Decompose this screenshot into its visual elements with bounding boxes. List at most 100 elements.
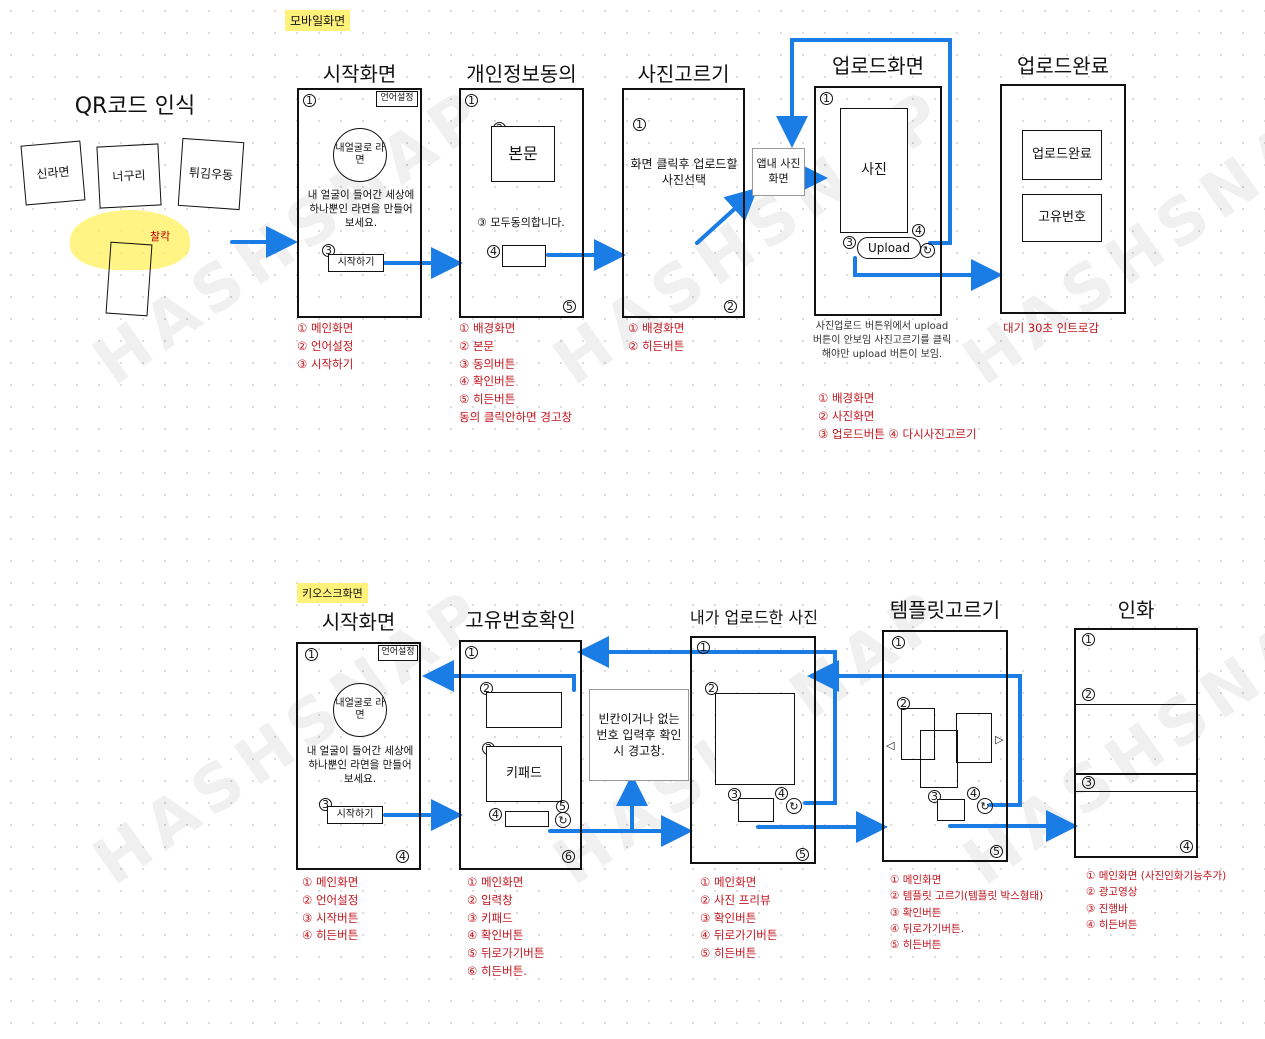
mobile-section-label: 모바일화면: [285, 10, 351, 31]
marker-3: 3: [1082, 776, 1095, 789]
photo-select-notes: ① 배경화면 ② 히든버튼: [628, 321, 685, 353]
done-complete-box: 업로드완료: [1022, 130, 1102, 180]
marker-1: 1: [465, 646, 478, 659]
kiosk-start-body: 내 얼굴이 들어간 세상에 하나뿐인 라면을 만들어보세요.: [306, 745, 414, 786]
done-title: 업로드완료: [1017, 54, 1109, 78]
phone-icon: [105, 241, 153, 317]
template-confirm-button[interactable]: [937, 799, 965, 821]
marker-1: 1: [303, 94, 316, 107]
marker-3: 3: [319, 798, 332, 811]
template-title: 템플릿고르기: [889, 598, 1001, 622]
photo-select-frame[interactable]: [622, 88, 745, 318]
my-photo-confirm-button[interactable]: [738, 798, 774, 822]
mobile-start-button[interactable]: 시작하기: [328, 254, 384, 272]
photo-select-body: 화면 클릭후 업로드할 사진선택: [630, 157, 738, 188]
kiosk-section-label: 키오스크화면: [297, 583, 368, 603]
app-photo-popup: 앱내 사진화면: [752, 148, 805, 196]
arrow-upload-loop: [776, 38, 952, 245]
code-check-notes: ① 메인화면 ② 입력창 ③ 키패드 ④ 확인버튼 ⑤ 뒤로가기버튼 ⑥ 히든버…: [467, 875, 545, 979]
upload-notes: ① 배경화면 ② 사진화면 ③ 업로드버튼 ④ 다시사진고르기: [818, 391, 977, 441]
privacy-notes: ① 배경화면 ② 본문 ③ 동의버튼 ④ 확인버튼 ⑤ 히든버튼 동의 클릭안하…: [459, 321, 573, 425]
photo-preview: [715, 693, 795, 785]
code-confirm-button[interactable]: [505, 811, 549, 827]
privacy-agree-checkbox[interactable]: ③ 모두동의합니다.: [477, 216, 565, 229]
mobile-start-language-button[interactable]: 언어설정: [376, 91, 418, 107]
my-photo-frame: [690, 636, 816, 864]
my-photo-back-button[interactable]: ↻: [786, 798, 802, 814]
upload-description: 사진업로드 버튼위에서 upload 버튼이 안보임 사진고르기를 클릭해야만 …: [812, 321, 952, 360]
qr-card-udon: 튀김우동: [177, 137, 245, 211]
marker-1: 1: [465, 94, 478, 107]
privacy-content: 본문: [491, 126, 555, 182]
marker-2: 2: [705, 682, 718, 695]
template-back-button[interactable]: ↻: [977, 798, 993, 814]
privacy-title: 개인정보동의: [466, 62, 577, 86]
kiosk-start-language-button[interactable]: 언어설정: [378, 645, 418, 661]
upload-title: 업로드화면: [832, 54, 924, 78]
photo-select-title: 사진고르기: [637, 62, 730, 86]
my-photo-notes: ① 메인화면 ② 사진 프리뷰 ③ 확인버튼 ④ 뒤로가기버튼 ⑤ 히든버튼: [700, 875, 778, 961]
marker-5: 5: [796, 848, 809, 861]
marker-1: 1: [892, 636, 905, 649]
upload-button[interactable]: Upload: [857, 237, 921, 259]
marker-3: 3: [843, 236, 856, 249]
kiosk-start-frame: [296, 642, 421, 870]
upload-frame: [814, 86, 942, 316]
marker-1: 1: [697, 641, 710, 654]
marker-5: 5: [990, 845, 1003, 858]
template-prev-icon[interactable]: ◁: [886, 739, 895, 752]
marker-2: 2: [897, 697, 910, 710]
marker-1: 1: [1082, 633, 1095, 646]
template-option-3[interactable]: [956, 713, 992, 763]
marker-4: 4: [1180, 840, 1193, 853]
marker-3: 3: [728, 788, 741, 801]
qr-title: QR코드 인식: [74, 94, 196, 119]
kiosk-start-logo: 내얼굴로 라면: [333, 683, 387, 737]
reselect-photo-button[interactable]: ↻: [920, 243, 935, 258]
privacy-confirm-button[interactable]: [502, 245, 546, 267]
done-frame: [1000, 84, 1126, 314]
template-next-icon[interactable]: ▷: [995, 733, 1004, 746]
marker-4: 4: [489, 808, 502, 821]
template-frame: [882, 630, 1008, 862]
done-unique-code-box: 고유번호: [1022, 194, 1102, 242]
marker-2: 2: [1082, 688, 1095, 701]
my-photo-title: 내가 업로드한 사진: [690, 608, 818, 627]
code-warning-dialog: 빈칸이거나 없는번호 입력후 확인시 경고창.: [589, 689, 689, 781]
qr-scan-label: 찰칵: [150, 230, 171, 243]
code-back-button[interactable]: ↻: [555, 812, 571, 828]
marker-1: 1: [820, 92, 833, 105]
marker-4: 4: [396, 850, 409, 863]
arrow-photo-to-app: [695, 187, 758, 245]
print-title: 인화: [1117, 598, 1155, 622]
qr-card-ramen: 신라면: [20, 140, 86, 206]
print-notes: ① 메인화면 (사진인화기능추가) ② 광고영상 ③ 진행바 ④ 히든버튼: [1086, 870, 1227, 931]
marker-3: 3: [928, 790, 941, 803]
upload-photo: 사진: [840, 108, 908, 233]
code-input-field[interactable]: [486, 692, 562, 728]
kiosk-start-button[interactable]: 시작하기: [327, 806, 383, 824]
template-notes: ① 메인화면 ② 템플릿 고르기(템플릿 박스형태) ③ 확인버튼 ④ 뒤로가기…: [890, 874, 1044, 952]
mobile-start-logo: 내얼굴로 라면: [333, 128, 387, 182]
marker-4: 4: [775, 787, 788, 800]
arrow-upload-to-done: [853, 256, 1003, 291]
mobile-start-title: 시작화면: [322, 62, 397, 86]
template-option-2[interactable]: [920, 730, 958, 788]
arrow-template-back: [807, 660, 1022, 807]
code-keypad[interactable]: 키패드: [486, 746, 562, 802]
marker-4: 4: [487, 245, 500, 258]
marker-6: 6: [562, 850, 575, 863]
mobile-start-notes: ① 메인화면 ② 언어설정 ③ 시작하기: [297, 321, 354, 371]
marker-4: 4: [912, 224, 925, 237]
arrow-photo-back: [577, 636, 837, 805]
done-notes: 대기 30초 인트로감: [1003, 321, 1100, 335]
privacy-frame: [459, 88, 584, 318]
template-option-1[interactable]: [901, 708, 935, 760]
marker-4: 4: [967, 787, 980, 800]
qr-card-neoguri: 너구리: [96, 143, 162, 209]
marker-5: 5: [563, 300, 576, 313]
arrow-code-back: [422, 660, 576, 692]
mobile-start-body: 내 얼굴이 들어간 세상에 하나뿐인 라면을 만들어보세요.: [307, 189, 415, 230]
marker-2: 2: [724, 300, 737, 313]
